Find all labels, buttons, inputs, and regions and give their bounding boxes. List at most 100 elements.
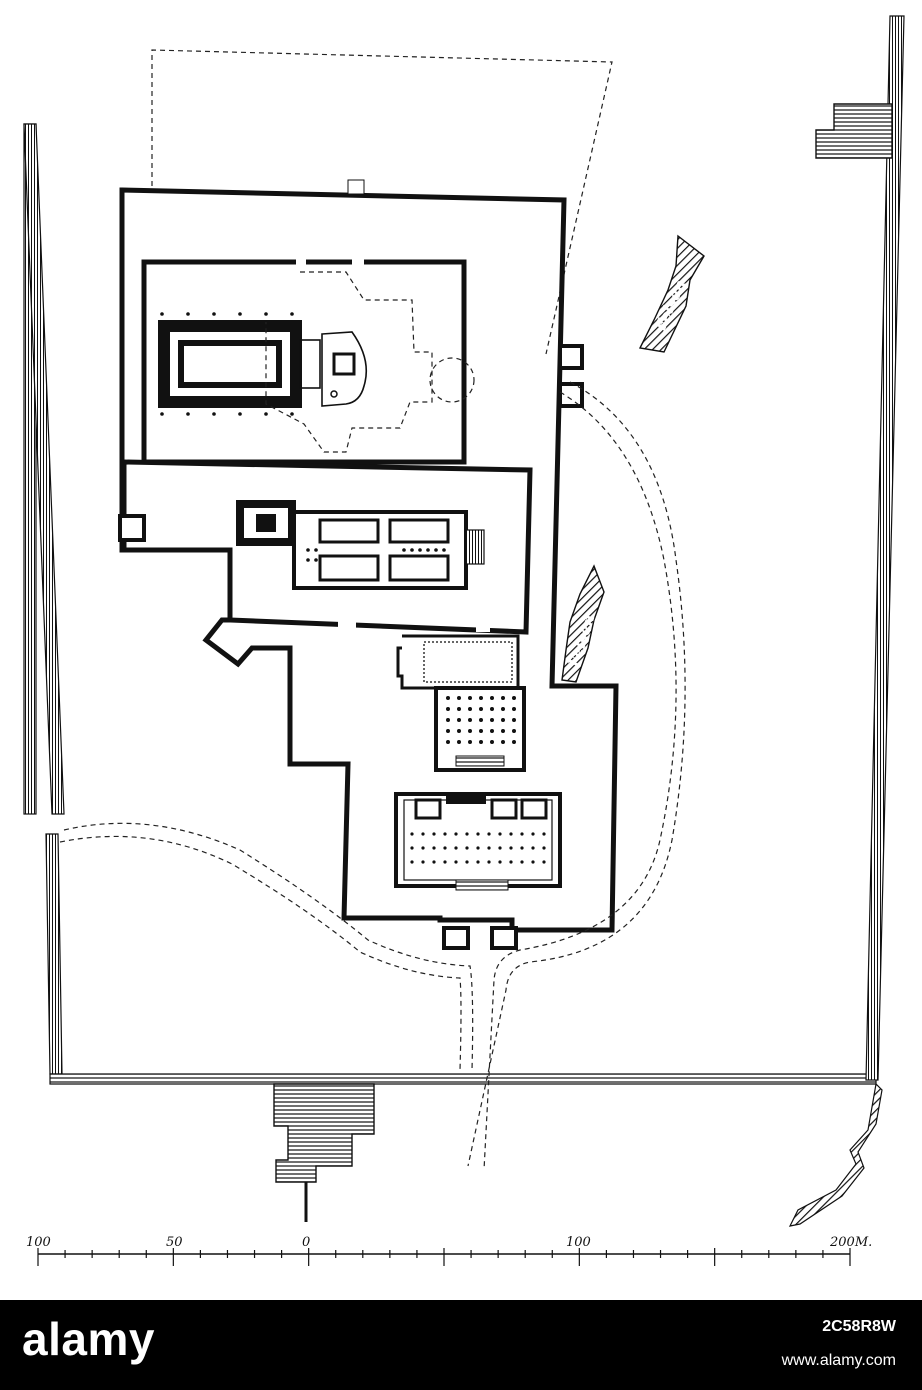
column-dot [498,832,502,836]
column-dot [498,860,502,864]
column-dot [542,832,546,836]
column-dot [479,740,483,744]
column-dot [457,696,461,700]
column-dot [531,832,535,836]
watermark-brand: alamy [22,1313,155,1365]
column-dot [446,707,450,711]
column-dot [446,696,450,700]
column-dot [501,729,505,733]
column-dot [421,832,425,836]
column-dot [465,860,469,864]
column-dot [487,860,491,864]
column-dot [457,740,461,744]
south-gate-building [273,1083,375,1183]
scale-label-100-left: 100 [26,1235,51,1250]
column-dot [465,832,469,836]
column-dot [498,846,502,850]
scale-label-0: 0 [302,1235,310,1250]
column-dot [520,832,524,836]
dashed-round-structure [429,357,475,403]
column-dot [443,860,447,864]
column-dot [432,860,436,864]
scale-label-50: 50 [166,1235,183,1250]
north-tower [815,103,893,159]
column-dot [479,718,483,722]
column-dot [468,696,472,700]
column-dot [454,860,458,864]
column-dot [512,729,516,733]
column-dot [457,718,461,722]
column-dot [490,718,494,722]
column-dot [446,718,450,722]
column-dot [520,860,524,864]
column-dot [446,729,450,733]
site-plan: Felsen Felsen 100 50 0 100 200M. [23,15,905,1266]
watermark-bar: alamy 2C58R8W www.alamy.com [0,1300,922,1390]
column-dot [520,846,524,850]
column-dot [421,846,425,850]
column-dot [432,832,436,836]
altar-terrace [321,331,368,407]
column-dot [501,707,505,711]
dashed-octagon [265,271,433,453]
scale-bar: 100 50 0 100 200M. [26,1235,872,1266]
southeast-wall-fragment [788,1082,883,1227]
column-dot [468,707,472,711]
column-dot [457,729,461,733]
column-dot [410,846,414,850]
corner-towers [118,344,584,950]
column-dot [531,846,535,850]
column-dot [512,707,516,711]
column-dot [476,832,480,836]
column-dot [501,718,505,722]
colonnade-hall [396,634,526,772]
rock-felsen-north: Felsen [638,234,705,353]
middle-temple-complex [236,500,485,590]
dashed-road-east [483,391,677,1171]
column-dot [501,696,505,700]
column-dot [531,860,535,864]
column-dot [476,860,480,864]
column-dot [446,740,450,744]
column-dot [410,832,414,836]
watermark-image-id: 2C58R8W [822,1318,896,1335]
dashed-road-west [63,822,474,1071]
column-dot [468,718,472,722]
column-dot [410,860,414,864]
column-dot [465,846,469,850]
lower-temple [394,792,562,891]
column-dot [501,740,505,744]
column-dot [421,860,425,864]
column-dot [509,846,513,850]
column-dot [454,846,458,850]
column-dot [479,729,483,733]
column-dot [490,696,494,700]
column-dot [542,860,546,864]
column-dot [490,740,494,744]
column-dot [509,832,513,836]
dashed-north-enclosure [151,49,613,355]
column-dot [487,846,491,850]
column-dot [479,707,483,711]
column-dot [476,846,480,850]
column-dot [468,740,472,744]
temenos-wall [119,187,619,933]
column-dot [487,832,491,836]
column-dot [468,729,472,733]
column-dot [490,707,494,711]
outer-enclosure-wall [23,15,905,1085]
middle-court-wall [121,459,533,635]
column-dot [457,707,461,711]
column-dot [454,832,458,836]
watermark-site: www.alamy.com [781,1352,896,1369]
column-dot [542,846,546,850]
column-dot [479,696,483,700]
column-dot [512,696,516,700]
column-dot [443,846,447,850]
rock-felsen-south: Felsen [561,564,605,683]
column-dot [443,832,447,836]
upper-temple [158,312,321,416]
column-dot [432,846,436,850]
column-dot [512,718,516,722]
column-dot [490,729,494,733]
